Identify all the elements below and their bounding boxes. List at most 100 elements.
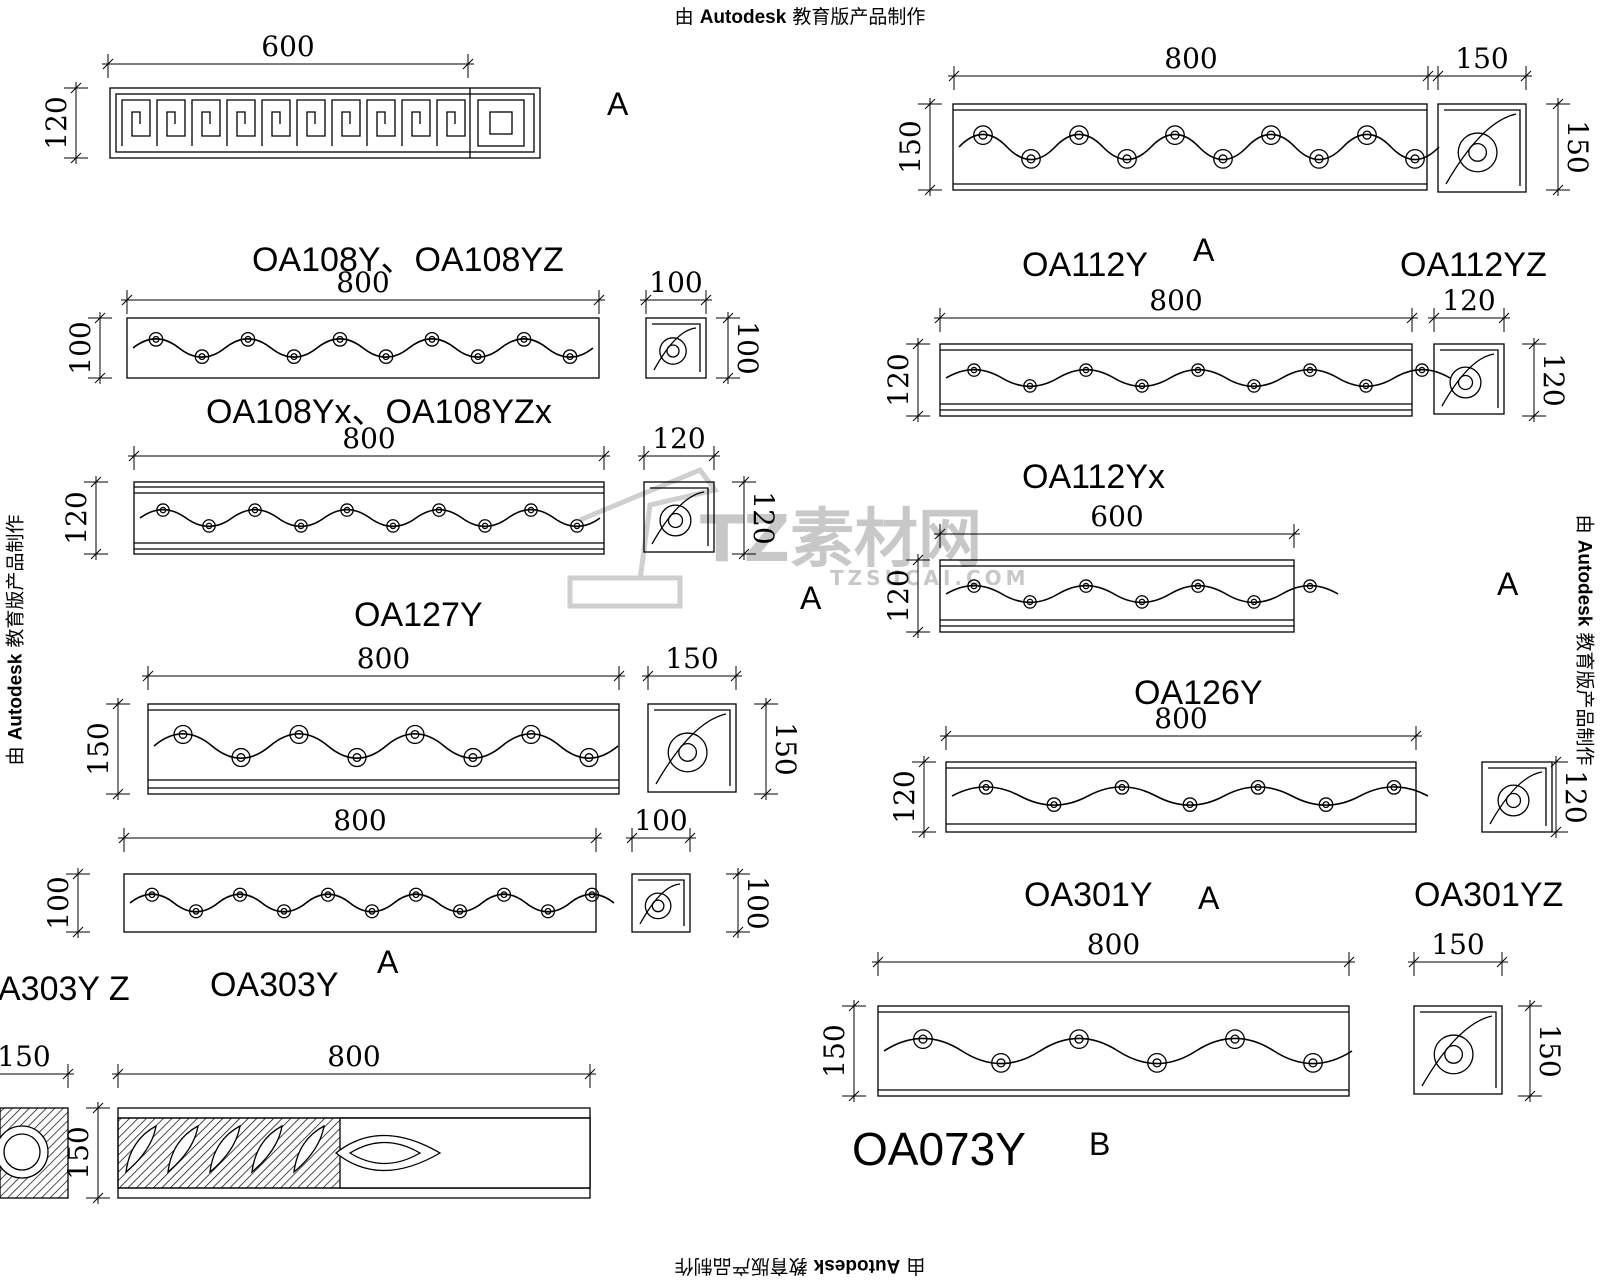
greek-key-border bbox=[109, 87, 541, 159]
dim-leaf-corner-value: 150 bbox=[1455, 42, 1508, 75]
oa127y-corner bbox=[647, 703, 737, 793]
dim-oa108y-length-value: 800 bbox=[336, 266, 389, 299]
dim-oa126y-corner-height: 120 bbox=[1544, 756, 1592, 838]
dim-oa108y-height: 100 bbox=[64, 312, 112, 384]
dim-oa112y-corner-height: 120 bbox=[1522, 338, 1570, 422]
dim-oa126y-length: 800 bbox=[940, 702, 1422, 750]
dim-greek-length-value: 600 bbox=[261, 30, 314, 63]
bottom-left-border bbox=[117, 1107, 591, 1199]
label-oa127y: OA127Y bbox=[354, 596, 483, 634]
watermark-logo bbox=[567, 466, 720, 609]
dim-oa108yx-corner-height: 120 bbox=[732, 476, 780, 560]
dim-oa108y-corner-height-value: 100 bbox=[731, 321, 764, 374]
dim-oa127y-corner-value: 150 bbox=[665, 642, 718, 675]
dim-oa108y-height-value: 100 bbox=[64, 321, 97, 374]
dim-bottom-left-corner: 150 bbox=[0, 1040, 74, 1088]
label-oa303yz: A303Y Z bbox=[0, 970, 130, 1008]
oa126y-corner bbox=[1481, 761, 1553, 833]
dim-oa112y-corner: 120 bbox=[1428, 284, 1510, 332]
dim-oa126y-length-value: 800 bbox=[1154, 702, 1207, 735]
dim-oa301y-corner-height-value: 150 bbox=[1533, 1024, 1566, 1077]
label-oa301y: OA301Y bbox=[1024, 876, 1153, 914]
dim-oa112y-corner-height-value: 120 bbox=[1537, 353, 1570, 406]
grade-oa108yx: A bbox=[800, 580, 822, 616]
dim-oa112yx-height: 120 bbox=[882, 554, 930, 638]
grade-oa112yx: A bbox=[1497, 566, 1519, 602]
dim-bottom-left-length-value: 800 bbox=[327, 1040, 380, 1073]
label-oa112y: OA112Y bbox=[1022, 246, 1149, 284]
dim-oa303y-height: 100 bbox=[42, 868, 90, 938]
dim-oa127y-corner-height: 150 bbox=[754, 698, 802, 800]
dim-oa112y-length: 800 bbox=[934, 284, 1418, 332]
leaf-scroll-corner bbox=[1437, 103, 1527, 193]
bottom-left-corner bbox=[0, 1107, 69, 1199]
oa303y-border bbox=[123, 873, 615, 933]
dim-oa108yx-corner: 120 bbox=[638, 422, 720, 470]
dim-oa127y-length: 800 bbox=[142, 642, 625, 690]
dim-oa127y-height: 150 bbox=[82, 698, 130, 800]
dim-oa112y-corner-value: 120 bbox=[1442, 284, 1495, 317]
dim-oa108yx-length: 800 bbox=[128, 422, 610, 470]
dim-oa108yx-length-value: 800 bbox=[342, 422, 395, 455]
dim-oa301y-height-value: 150 bbox=[818, 1024, 851, 1077]
label-oa073y: OA073Y bbox=[852, 1123, 1026, 1175]
label-oa126y: OA126Y bbox=[1134, 674, 1263, 712]
oa112y-corner bbox=[1433, 343, 1505, 415]
dim-leaf-corner-height: 150 bbox=[1546, 98, 1594, 196]
dim-bottom-left-length: 800 bbox=[112, 1040, 596, 1088]
dim-oa127y-length-value: 800 bbox=[357, 642, 410, 675]
dim-oa108y-length: 800 bbox=[121, 266, 605, 314]
label-oa112yz: OA112YZ bbox=[1400, 246, 1547, 284]
dim-oa301y-corner-height: 150 bbox=[1518, 1000, 1566, 1102]
label-oa301yz: OA301YZ bbox=[1414, 876, 1564, 914]
grade-oa073y: B bbox=[1089, 1126, 1111, 1162]
dim-oa112y-length-value: 800 bbox=[1149, 284, 1202, 317]
dim-bottom-left-height: 150 bbox=[62, 1102, 110, 1204]
dim-leaf-corner-height-value: 150 bbox=[1561, 120, 1594, 173]
dim-oa112yx-height-value: 120 bbox=[882, 569, 915, 622]
dim-oa301y-corner-value: 150 bbox=[1431, 928, 1484, 961]
dim-oa303y-length-value: 800 bbox=[333, 804, 386, 837]
dim-oa303y-corner-height: 100 bbox=[726, 868, 774, 938]
label-oa108yx: OA108Yx、OA108YZx bbox=[206, 393, 552, 431]
dim-oa108yx-corner-height-value: 120 bbox=[747, 491, 780, 544]
dim-oa127y-height-value: 150 bbox=[82, 722, 115, 775]
stamp-suffix: 教育版产品制作 bbox=[792, 6, 926, 28]
dim-oa108y-corner: 100 bbox=[640, 266, 712, 314]
stamp-top: 由 Autodesk 教育版产品制作 bbox=[0, 2, 1600, 29]
watermark-main: TZ素材网 bbox=[700, 503, 983, 577]
watermark-sub: TZSUCAI.COM bbox=[830, 566, 1030, 590]
stamp-prefix: 由 bbox=[674, 6, 694, 28]
label-oa303y: OA303Y bbox=[210, 966, 339, 1004]
dim-leaf-corner: 150 bbox=[1432, 42, 1532, 90]
label-oa108y: OA108Y、OA108YZ bbox=[252, 241, 564, 279]
leaf-scroll-border bbox=[952, 103, 1440, 191]
dim-oa108yx-corner-value: 120 bbox=[652, 422, 705, 455]
dim-oa301y-height: 150 bbox=[818, 1000, 866, 1102]
dim-oa108yx-height: 120 bbox=[60, 476, 108, 560]
dim-oa301y-corner: 150 bbox=[1408, 928, 1508, 976]
dim-oa108yx-height-value: 120 bbox=[60, 491, 93, 544]
dim-oa126y-height: 120 bbox=[888, 756, 936, 838]
dim-leaf-height: 150 bbox=[894, 98, 942, 196]
dim-bottom-left-corner-value: 150 bbox=[0, 1040, 51, 1073]
dim-greek-length: 600 bbox=[102, 30, 474, 78]
grade-greek-key: A bbox=[607, 86, 629, 122]
dim-oa126y-height-value: 120 bbox=[888, 770, 921, 823]
dim-oa112y-height-value: 120 bbox=[882, 353, 915, 406]
dim-greek-height-value: 120 bbox=[40, 96, 73, 149]
oa303y-corner bbox=[631, 873, 691, 933]
dim-oa303y-length: 800 bbox=[118, 804, 602, 852]
dim-oa112yx-length: 600 bbox=[934, 500, 1300, 548]
dim-oa108y-corner-value: 100 bbox=[649, 266, 702, 299]
oa108y-corner bbox=[645, 317, 707, 379]
dim-oa301y-length-value: 800 bbox=[1087, 928, 1140, 961]
oa126y-border bbox=[945, 761, 1429, 833]
dim-oa127y-corner-height-value: 150 bbox=[769, 722, 802, 775]
grade-leaf-scroll: A bbox=[1193, 232, 1215, 268]
dim-bottom-left-height-value: 150 bbox=[62, 1126, 95, 1179]
dim-greek-height: 120 bbox=[40, 82, 88, 164]
dim-leaf-height-value: 150 bbox=[894, 120, 927, 173]
dim-oa303y-corner-value: 100 bbox=[634, 804, 687, 837]
